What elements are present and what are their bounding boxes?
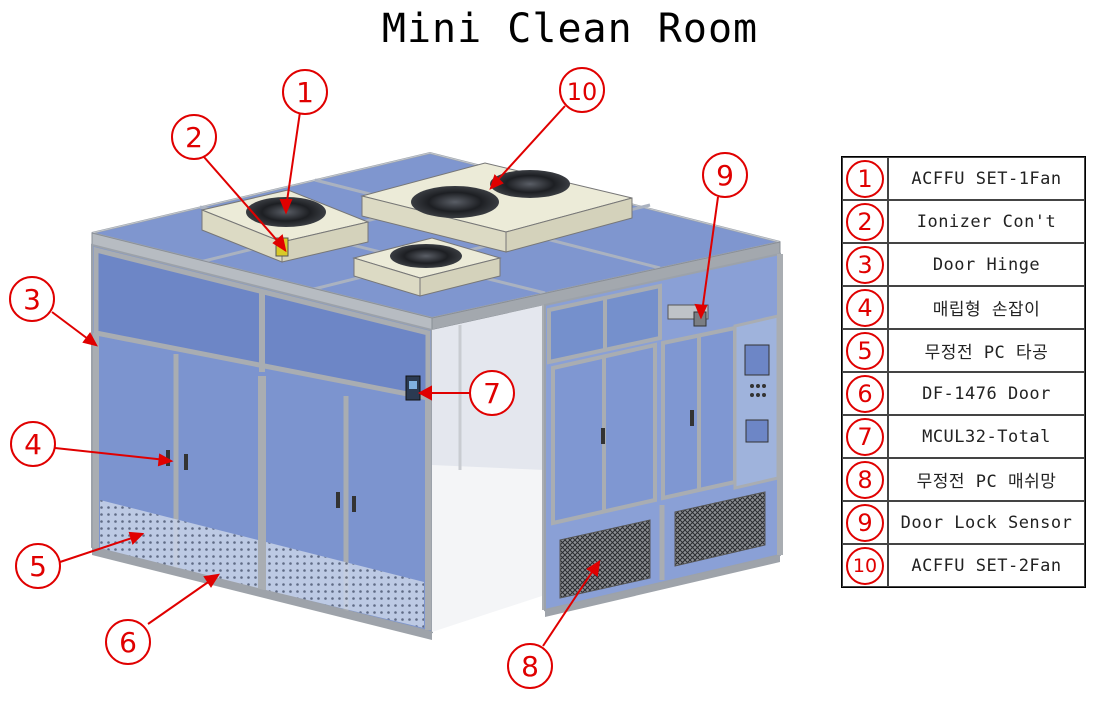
legend-number-cell: 9 [842,501,888,544]
callout-3: 3 [9,276,55,322]
legend-number: 5 [846,331,884,370]
callout-circle [559,67,605,113]
legend-number: 6 [846,374,884,413]
callout-circle [171,114,217,160]
legend-label: Door Lock Sensor [888,501,1085,544]
legend-number: 9 [846,503,884,542]
legend-label: 무정전 PC 타공 [888,329,1085,372]
callout-5: 5 [15,543,61,589]
legend-number: 3 [846,245,884,284]
legend-number: 7 [846,417,884,456]
callout-number: 6 [119,626,137,659]
callout-7: 7 [469,370,515,416]
legend-number: 10 [846,546,884,585]
legend-label: ACFFU SET-2Fan [888,544,1085,587]
callout-circle [105,619,151,665]
callout-circle [507,643,553,689]
callout-number: 2 [185,121,203,154]
callout-circle [702,152,748,198]
callout-10: 10 [559,67,605,113]
right-side-wall [544,252,783,617]
ffu-units [200,162,633,297]
callout-number: 10 [567,78,598,106]
legend-number-cell: 3 [842,243,888,286]
legend-number: 4 [846,288,884,327]
legend-number-cell: 7 [842,415,888,458]
legend-number: 2 [846,202,884,241]
roof [91,151,781,331]
legend-number-cell: 5 [842,329,888,372]
legend-label: Door Hinge [888,243,1085,286]
legend-label: 매립형 손잡이 [888,286,1085,329]
legend-number-cell: 10 [842,544,888,587]
callout-number: 5 [29,550,47,583]
legend-number: 1 [846,159,884,198]
legend-number-cell: 4 [842,286,888,329]
open-doorway [432,305,548,632]
callout-circle [15,543,61,589]
legend-label: MCUL32-Total [888,415,1085,458]
leader-lines [51,105,719,647]
legend-label: ACFFU SET-1Fan [888,157,1085,200]
callout-number: 8 [521,650,539,683]
callout-2: 2 [171,114,217,160]
callout-8: 8 [507,643,553,689]
callout-circle [9,276,55,322]
callout-1: 1 [282,69,328,115]
legend-number-cell: 8 [842,458,888,501]
callout-circle [469,370,515,416]
clean-room-illustration: 1 2 3 4 5 6 7 8 9 10 [9,67,783,689]
callout-markers: 1 2 3 4 5 6 7 8 9 10 [9,67,748,689]
legend-label: DF-1476 Door [888,372,1085,415]
callout-number: 1 [296,76,314,109]
callout-9: 9 [702,152,748,198]
callout-number: 9 [716,159,734,192]
legend-number: 8 [846,460,884,499]
callout-number: 4 [24,428,42,461]
legend-number-cell: 6 [842,372,888,415]
callout-number: 3 [23,283,41,316]
front-left-wall [91,243,433,640]
callout-circle [10,421,56,467]
legend-label: 무정전 PC 매쉬망 [888,458,1085,501]
callout-6: 6 [105,619,151,665]
legend-number-cell: 1 [842,157,888,200]
page-title: Mini Clean Room [381,6,759,52]
callout-number: 7 [483,377,501,410]
callout-circle [282,69,328,115]
callout-4: 4 [10,421,56,467]
legend-label: Ionizer Con't [888,200,1085,243]
legend-number-cell: 2 [842,200,888,243]
